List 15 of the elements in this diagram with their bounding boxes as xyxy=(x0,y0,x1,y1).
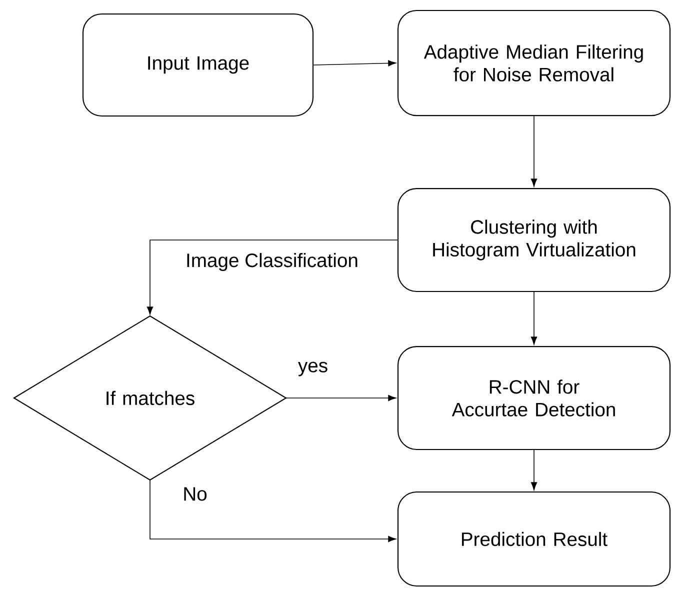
arrow xyxy=(530,292,538,345)
process-box: Adaptive Median Filtering for Noise Removal xyxy=(397,10,671,116)
process-box: Clustering with Histogram Virtualization xyxy=(397,188,671,292)
process-box: Prediction Result xyxy=(397,491,671,587)
edge-label: No xyxy=(184,487,207,501)
arrow xyxy=(530,450,538,490)
arrow xyxy=(530,116,538,187)
edge-label: yes xyxy=(298,362,328,376)
arrow xyxy=(150,480,396,542)
arrow xyxy=(313,60,396,66)
arrow xyxy=(286,394,396,402)
process-box: Input Image xyxy=(82,13,314,117)
edge-label: Image Classification xyxy=(187,253,358,272)
arrow xyxy=(146,240,398,315)
process-box: R-CNN for Accurtae Detection xyxy=(397,346,671,450)
